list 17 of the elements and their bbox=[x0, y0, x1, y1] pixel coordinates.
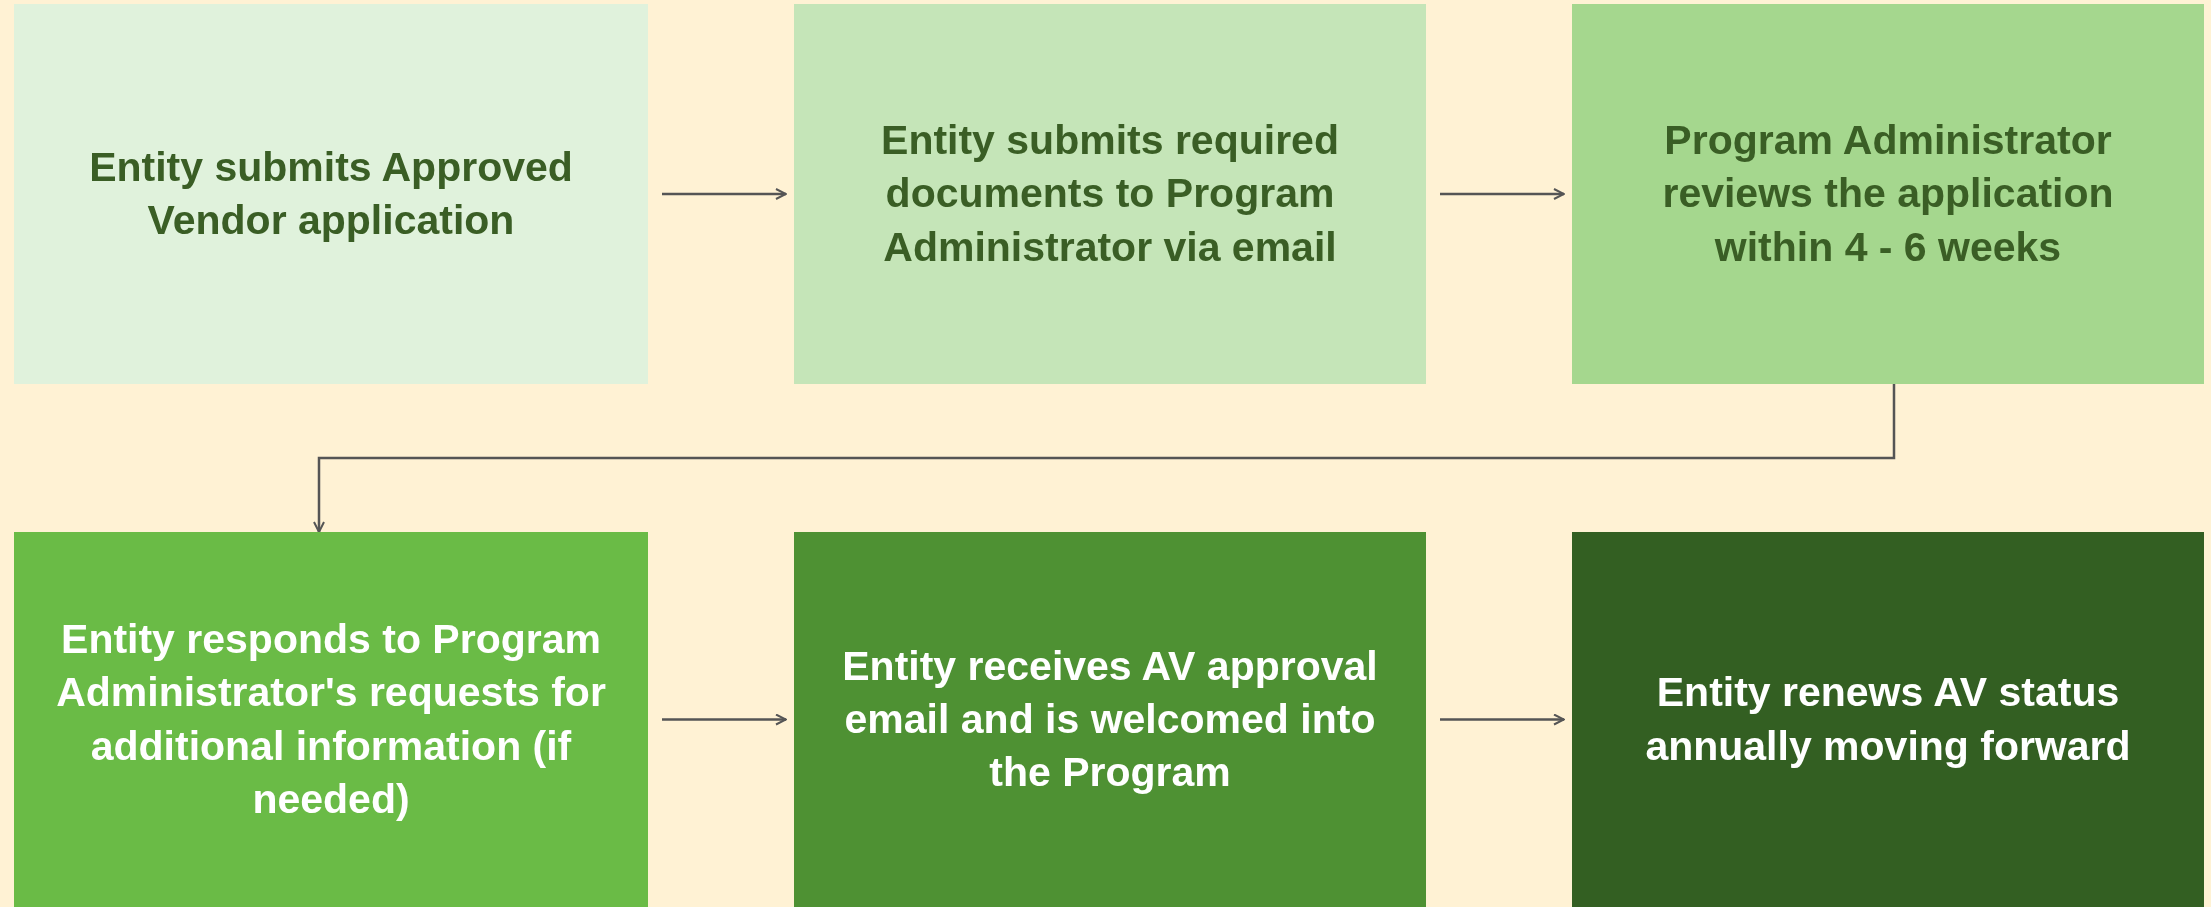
arrow bbox=[1440, 188, 1565, 200]
arrow bbox=[1440, 713, 1565, 726]
step-text: Entity submits Approved Vendor application bbox=[88, 142, 574, 245]
process-box bbox=[14, 532, 648, 907]
process-box bbox=[794, 4, 1426, 384]
process-box bbox=[14, 4, 648, 384]
process-box bbox=[1572, 532, 2204, 907]
step-text: Entity responds to Program Administrator's requests for additional information (if needed) bbox=[55, 614, 607, 824]
arrow bbox=[662, 713, 787, 726]
step-text: Entity submits required documents to Program Administrator via email bbox=[880, 116, 1340, 272]
process-box bbox=[794, 532, 1426, 907]
step-text: Entity receives AV approval email and is welcomed into the Program bbox=[841, 641, 1379, 798]
arrow bbox=[313, 384, 1896, 533]
process-box bbox=[1572, 4, 2204, 384]
step-text: Program Administrator reviews the application within 4 - 6 weeks bbox=[1661, 116, 2115, 272]
arrow bbox=[662, 188, 787, 200]
step-text: Entity renews AV status annually moving forward bbox=[1644, 668, 2132, 771]
